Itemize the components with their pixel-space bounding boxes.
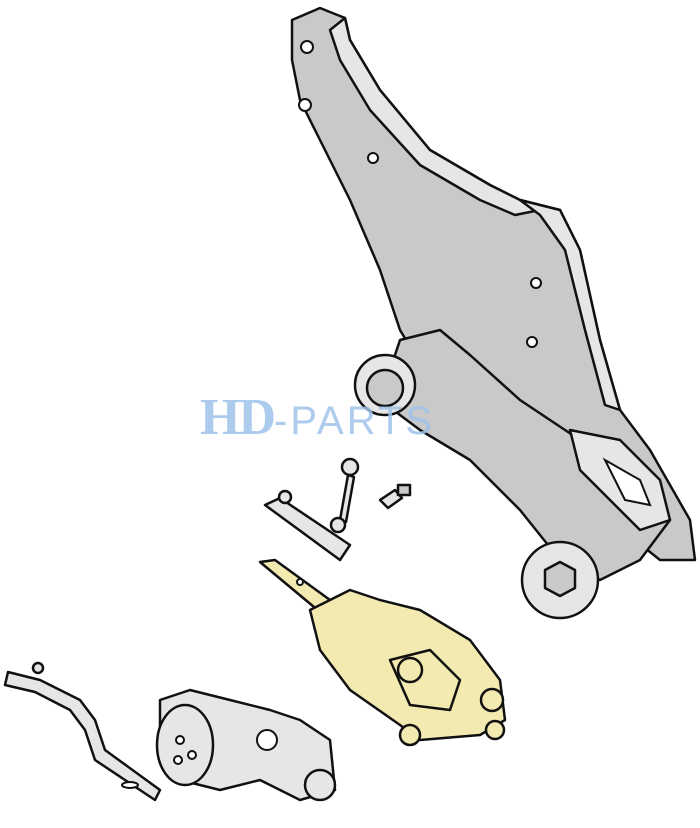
valve-body	[155, 688, 337, 802]
mount-hole	[300, 40, 314, 54]
linkage-rod	[329, 457, 360, 534]
suspension-arm	[290, 6, 697, 562]
mount-hole	[298, 98, 312, 112]
watermark-logo: HD-PARTS	[200, 388, 435, 447]
watermark-brand-bold: HD	[200, 389, 276, 446]
mount-hole	[526, 336, 538, 348]
mount-hole	[530, 277, 542, 289]
watermark-brand-rest: -PARTS	[274, 399, 435, 443]
lever-arm	[3, 661, 162, 802]
mount-hole	[367, 152, 379, 164]
bolt	[378, 483, 412, 510]
nut	[543, 560, 577, 598]
slot	[602, 457, 652, 507]
leveling-valve	[308, 588, 507, 747]
bracket-plate	[263, 489, 352, 562]
link-arm	[353, 328, 672, 620]
